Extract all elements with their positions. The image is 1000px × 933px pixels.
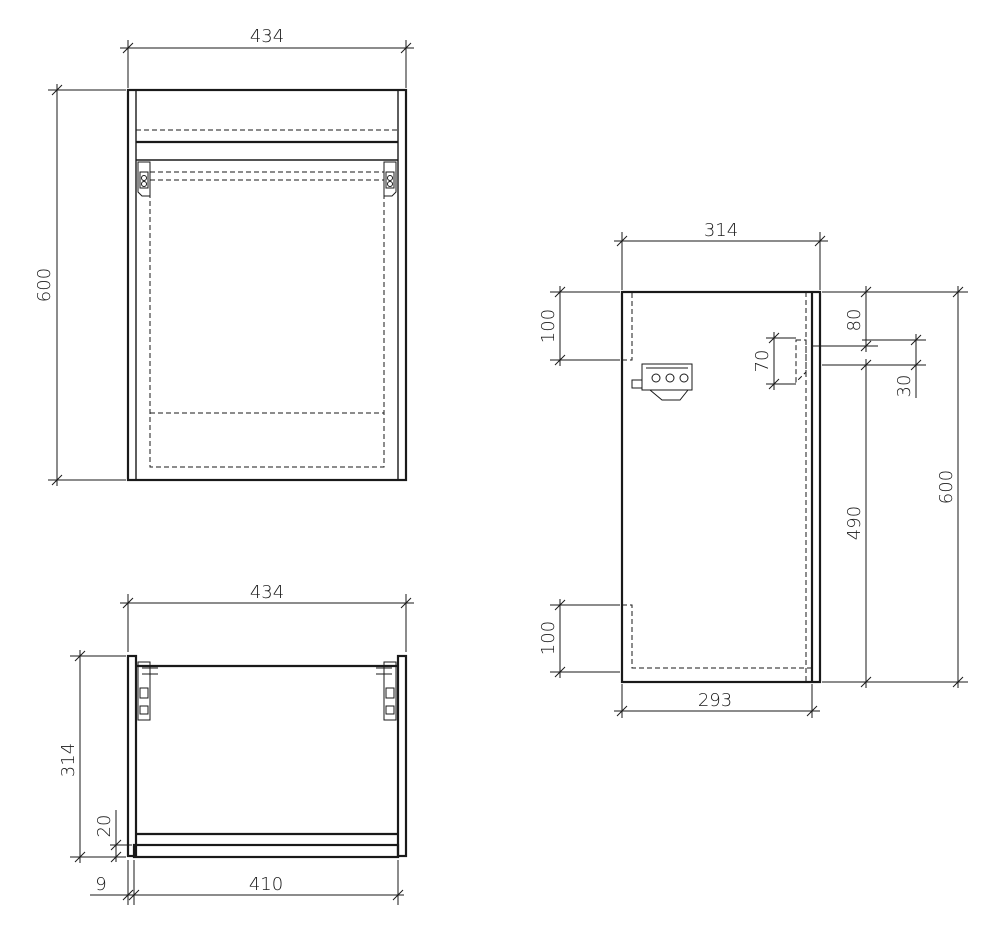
top-depth-label: 314: [58, 743, 79, 777]
front-view: 434 600: [34, 26, 414, 486]
top-width-label: 434: [250, 582, 284, 603]
top-bottom-dimension: 9 410: [90, 860, 404, 905]
side-outline: [620, 290, 822, 684]
top-right-panel: [396, 654, 408, 858]
side-top-cutout-dimension: 100: [538, 286, 620, 366]
front-outline: [126, 88, 408, 482]
front-height-dimension: 600: [34, 84, 126, 486]
front-hinge-right: [383, 161, 397, 197]
side-rail-top-label: 80: [844, 309, 865, 332]
side-bracket: [631, 363, 693, 401]
top-door: [132, 843, 400, 859]
side-height-label: 600: [936, 470, 957, 504]
front-width-dimension: 434: [120, 26, 414, 88]
side-top-cutout: [622, 292, 633, 361]
side-rail-gap-label: 30: [894, 375, 915, 398]
side-bottom-cutout: [622, 604, 812, 669]
side-bottom-depth-label: 293: [698, 690, 732, 711]
side-bottom-dimension: 293: [614, 684, 820, 718]
side-rail-height-label: 70: [752, 350, 773, 373]
top-offset-dimension: 20: [94, 810, 132, 863]
side-top-depth-label: 314: [704, 220, 738, 241]
side-right-dimensions: 80 30 490 600: [822, 286, 968, 688]
top-width-dimension: 434: [120, 582, 414, 652]
top-offset-label: 20: [94, 815, 115, 838]
front-inner-dashed: [149, 171, 385, 468]
top-depth-dimension: 314: [58, 650, 126, 863]
top-inner-width-label: 410: [249, 874, 283, 895]
top-left-panel: [126, 654, 138, 858]
top-hinge-right: [376, 661, 397, 721]
side-bottom-cutout-dimension: 100: [538, 599, 620, 678]
top-view: 434 314 20 9 410: [58, 582, 414, 905]
side-rail-profile: [795, 339, 807, 384]
front-hinge-left: [137, 161, 151, 197]
side-top-dimension: 314: [614, 220, 828, 290]
top-hinge-left: [137, 661, 158, 721]
side-view: 314 293 100 100: [538, 220, 968, 718]
front-width-label: 434: [250, 26, 284, 47]
top-side-gap-label: 9: [95, 874, 106, 895]
side-bottom-cutout-label: 100: [538, 621, 559, 655]
front-height-label: 600: [34, 268, 55, 302]
side-top-cutout-label: 100: [538, 309, 559, 343]
side-lower-height-label: 490: [844, 506, 865, 540]
side-rail-height-dimension: 70: [752, 332, 796, 390]
